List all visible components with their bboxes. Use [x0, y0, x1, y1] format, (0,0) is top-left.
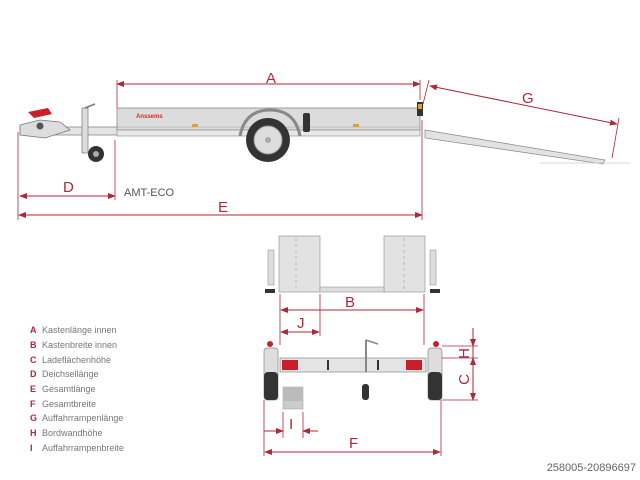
- dimension-label-h: H: [455, 348, 473, 359]
- dimension-label-g: G: [522, 90, 534, 107]
- dimension-label-b: B: [345, 294, 356, 311]
- dimension-label-c: C: [455, 374, 473, 385]
- side-view: [17, 79, 630, 220]
- dimension-label-a: A: [266, 70, 277, 87]
- dimension-label-i: I: [289, 416, 294, 433]
- reference-number: 258005-20896697: [546, 462, 636, 474]
- brand-logo: Anssems: [136, 114, 163, 120]
- model-label: AMT-ECO: [124, 187, 175, 199]
- top-view: [265, 235, 440, 345]
- rear-view: [263, 328, 478, 456]
- dimension-label-e: E: [218, 199, 229, 216]
- dimension-label-j: J: [297, 315, 305, 332]
- dimension-label-d: D: [63, 179, 74, 196]
- dimension-label-f: F: [349, 435, 359, 452]
